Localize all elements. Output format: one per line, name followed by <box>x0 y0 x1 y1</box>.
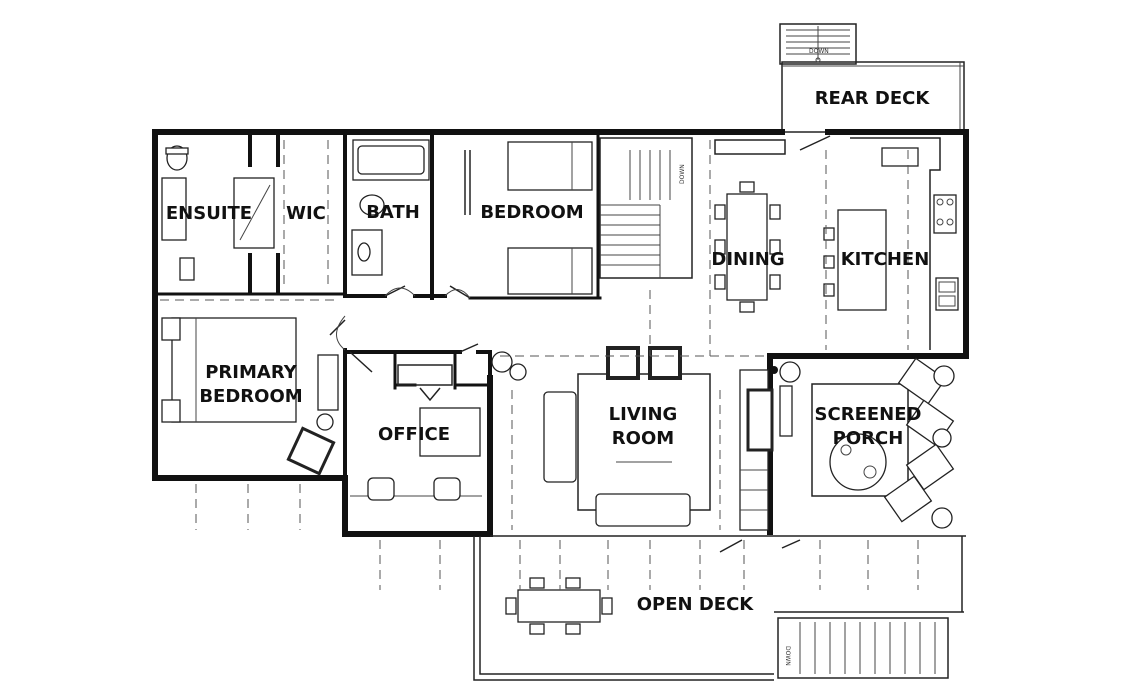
interior-stairs: DOWN <box>599 137 693 279</box>
dining-room <box>714 139 786 313</box>
ensuite-room <box>161 145 275 281</box>
structural-dashes <box>195 140 919 590</box>
bath-room <box>351 139 471 276</box>
label-office: OFFICE <box>378 424 450 445</box>
label-bath: BATH <box>366 202 420 223</box>
room-labels: REAR DECK ENSUITE WIC BATH BEDROOM DININ… <box>166 88 930 615</box>
screened-porch-room <box>779 357 955 529</box>
open-deck-area: DOWN <box>473 535 966 681</box>
primary-bedroom-room <box>160 299 340 476</box>
label-rear-deck: REAR DECK <box>815 88 931 109</box>
label-bedroom: BEDROOM <box>480 202 583 223</box>
rear-deck-area: DOWN <box>779 23 965 133</box>
interior-stairs-label: DOWN <box>679 164 686 184</box>
kitchen-room <box>823 137 959 350</box>
label-living-room-line2: ROOM <box>612 428 674 449</box>
office-room <box>350 364 482 501</box>
label-primary-bedroom-line1: PRIMARY <box>205 362 297 383</box>
label-wic: WIC <box>286 203 326 224</box>
deck-stairs-label: DOWN <box>784 646 791 666</box>
label-dining: DINING <box>711 249 784 270</box>
living-room <box>491 346 711 527</box>
label-living-room-line1: LIVING <box>609 404 678 425</box>
label-screened-porch-line1: SCREENED <box>815 404 922 425</box>
label-screened-porch-line2: PORCH <box>833 428 904 449</box>
rear-stairs-label: DOWN <box>809 48 829 55</box>
rear-stairs: DOWN <box>779 23 857 65</box>
bedroom-room <box>507 141 593 295</box>
doors <box>329 135 831 553</box>
walk-in-closet <box>283 140 329 290</box>
deck-stairs: DOWN <box>777 617 949 679</box>
label-open-deck: OPEN DECK <box>637 594 755 615</box>
fireplace <box>739 361 801 531</box>
label-ensuite: ENSUITE <box>166 203 252 224</box>
label-primary-bedroom-line2: BEDROOM <box>199 386 302 407</box>
exterior-walls <box>152 129 969 537</box>
label-kitchen: KITCHEN <box>841 249 930 270</box>
